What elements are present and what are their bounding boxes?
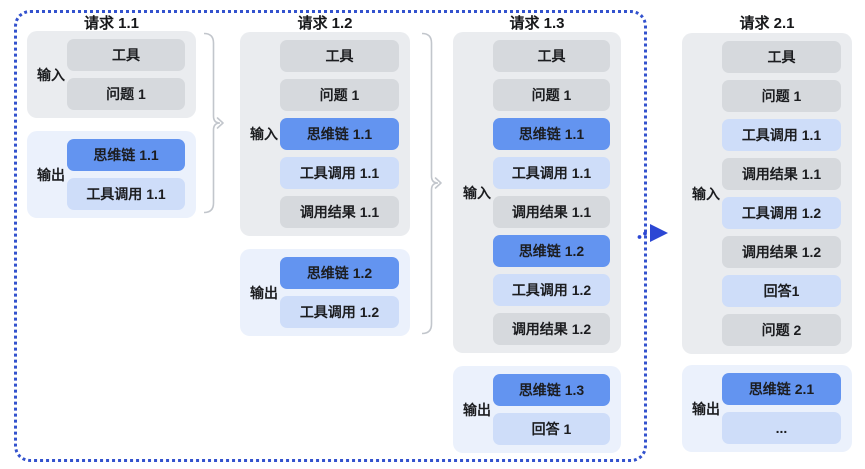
- input-panel: 输入 工具 问题 1 工具调用 1.1 调用结果 1.1 工具调用 1.2 调用…: [682, 33, 852, 354]
- input-label: 输入: [250, 126, 278, 142]
- output-panel: 输出 思维链 1.3 回答 1: [453, 366, 621, 453]
- cot-1-1-block: 思维链 1.1: [493, 118, 610, 150]
- request-column-2-1: 请求 2.1 输入 工具 问题 1 工具调用 1.1 调用结果 1.1 工具调用…: [682, 0, 852, 469]
- next-session-arrow: [637, 224, 668, 242]
- call-result-1-1-block: 调用结果 1.1: [722, 158, 841, 190]
- cot-1-1-block: 思维链 1.1: [280, 118, 399, 150]
- input-label: 输入: [37, 66, 65, 83]
- input-label: 输入: [463, 184, 491, 201]
- request-column-1-3: 请求 1.3 输入 工具 问题 1 思维链 1.1 工具调用 1.1 调用结果 …: [453, 0, 621, 469]
- tool-block: 工具: [280, 40, 399, 72]
- cot-1-2-block: 思维链 1.2: [493, 235, 610, 267]
- question-1-block: 问题 1: [280, 79, 399, 111]
- tool-block: 工具: [67, 39, 185, 71]
- tool-call-1-1-block: 工具调用 1.1: [722, 119, 841, 151]
- answer-1-block: 回答 1: [493, 413, 610, 445]
- tool-call-1-1-block: 工具调用 1.1: [67, 178, 185, 210]
- tool-call-1-2-block: 工具调用 1.2: [280, 296, 399, 328]
- call-result-1-2-block: 调用结果 1.2: [722, 236, 841, 268]
- tool-call-1-1-block: 工具调用 1.1: [493, 157, 610, 189]
- output-label: 输出: [692, 400, 720, 417]
- tool-block: 工具: [722, 41, 841, 73]
- requests-group-border: [14, 10, 647, 462]
- output-label: 输出: [463, 401, 491, 418]
- output-panel: 输出 思维链 1.1 工具调用 1.1: [27, 131, 196, 218]
- cot-2-1-block: 思维链 2.1: [722, 373, 841, 405]
- request-title: 请求 2.1: [739, 15, 795, 32]
- call-result-1-1-block: 调用结果 1.1: [493, 196, 610, 228]
- output-panel: 输出 思维链 2.1 ...: [682, 365, 852, 452]
- request-column-1-2: 请求 1.2 输入 工具 问题 1 思维链 1.1 工具调用 1.1 调用结果 …: [240, 0, 410, 469]
- call-result-1-2-block: 调用结果 1.2: [493, 313, 610, 345]
- request-title: 请求 1.3: [509, 15, 565, 32]
- request-title: 请求 1.1: [83, 15, 140, 32]
- question-2-block: 问题 2: [722, 314, 841, 346]
- history-brace-arrow-2: [421, 32, 442, 335]
- input-panel: 输入 工具 问题 1: [27, 31, 196, 118]
- request-title: 请求 1.2: [297, 15, 353, 32]
- question-1-block: 问题 1: [493, 79, 610, 111]
- question-1-block: 问题 1: [67, 78, 185, 110]
- request-column-1-1: 请求 1.1 输入 工具 问题 1 输出 思维链 1.1 工具调用 1.1: [27, 0, 196, 469]
- answer-1-block: 回答1: [722, 275, 841, 307]
- cot-1-3-block: 思维链 1.3: [493, 374, 610, 406]
- cot-1-1-block: 思维链 1.1: [67, 139, 185, 171]
- input-panel: 输入 工具 问题 1 思维链 1.1 工具调用 1.1 调用结果 1.1: [240, 32, 410, 236]
- cot-1-2-block: 思维链 1.2: [280, 257, 399, 289]
- question-1-block: 问题 1: [722, 80, 841, 112]
- input-panel: 输入 工具 问题 1 思维链 1.1 工具调用 1.1 调用结果 1.1 思维链…: [453, 32, 621, 353]
- tool-block: 工具: [493, 40, 610, 72]
- output-label: 输出: [250, 284, 278, 301]
- history-brace-arrow-1: [203, 32, 224, 214]
- ellipsis-block: ...: [722, 412, 841, 444]
- call-result-1-1-block: 调用结果 1.1: [280, 196, 399, 228]
- output-label: 输出: [37, 166, 65, 183]
- output-panel: 输出 思维链 1.2 工具调用 1.2: [240, 249, 410, 336]
- tool-call-1-2-block: 工具调用 1.2: [722, 197, 841, 229]
- tool-call-1-1-block: 工具调用 1.1: [280, 157, 399, 189]
- input-label: 输入: [692, 185, 720, 202]
- tool-call-1-2-block: 工具调用 1.2: [493, 274, 610, 306]
